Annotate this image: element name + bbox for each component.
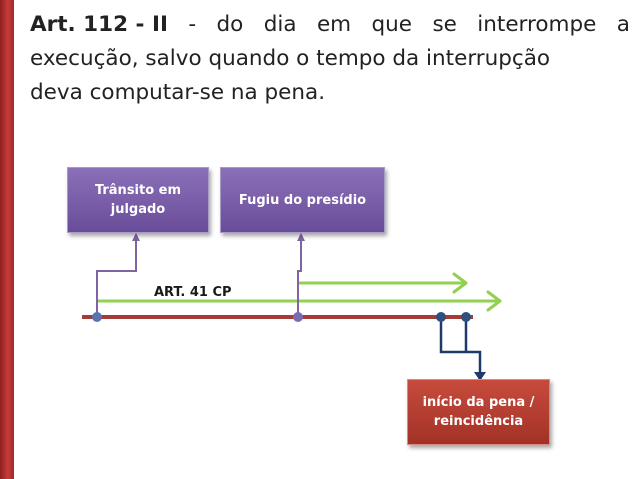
heading-word: interrompe [477, 12, 597, 37]
timeline-dot-inicio-b [461, 312, 471, 322]
timeline-dot-inicio-a [436, 312, 446, 322]
green-arrow-upper [298, 272, 468, 294]
heading-line-2: execução, salvo quando o tempo da interr… [30, 46, 551, 71]
heading-line-1: Art. 112 - II - do dia em que se interro… [30, 8, 630, 42]
box-fugiu-do-presidio: Fugiu do presídio [220, 167, 385, 233]
connector-transito [96, 233, 140, 317]
box-inicio-da-pena: início da pena / reincidência [407, 379, 550, 445]
side-accent-bar [0, 0, 14, 479]
heading-word: a [616, 12, 630, 37]
connector-inicio [439, 317, 482, 374]
art-41-label: ART. 41 CP [154, 285, 232, 300]
heading-line-3: deva computar-se na pena. [30, 80, 326, 105]
heading-word: dia [263, 12, 297, 37]
heading-article-ref: Art. 112 - II [30, 12, 168, 37]
slide-heading: Art. 112 - II - do dia em que se interro… [30, 8, 630, 110]
timeline-dot-transito [92, 312, 102, 322]
heading-word: se [432, 12, 457, 37]
heading-word: que [371, 12, 413, 37]
heading-word: do [216, 12, 244, 37]
connector-inicio-arrowhead [474, 372, 486, 381]
box-transito-em-julgado: Trânsito em julgado [67, 167, 209, 233]
heading-word: - [188, 12, 197, 37]
heading-word: em [316, 12, 352, 37]
connector-fugiu [297, 233, 305, 317]
timeline-dot-fugiu [293, 312, 303, 322]
